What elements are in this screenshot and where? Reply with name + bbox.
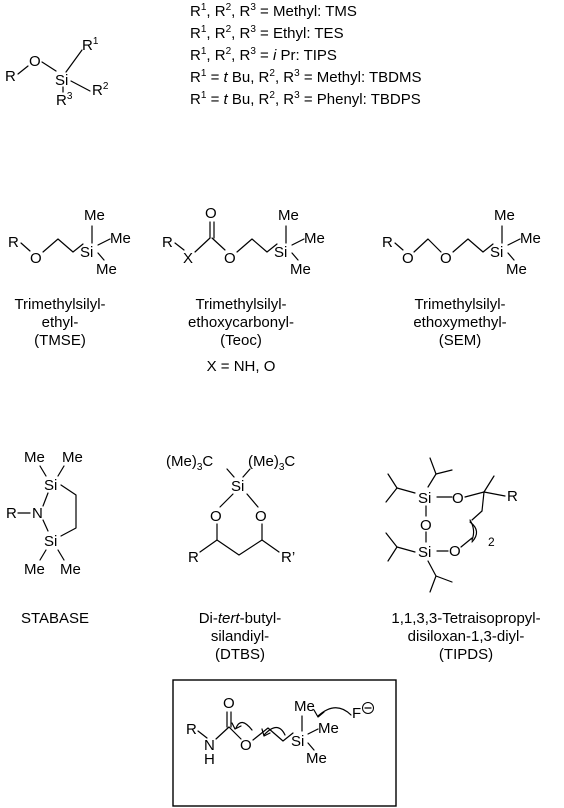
atom-me: Me — [110, 230, 131, 247]
atom-o: O — [224, 250, 236, 267]
caption-tmse: Trimethylsilyl- ethyl- (TMSE) — [14, 296, 106, 349]
atom-rprime: R’ — [281, 549, 295, 566]
atom-me: Me — [24, 449, 45, 466]
atom-si: Si — [80, 244, 93, 261]
atom-n: N — [204, 737, 215, 754]
silyl-ether-general-structure: R O Si R1 R2 R3 — [5, 36, 109, 109]
caption-teoc-x: X = NH, O — [206, 358, 276, 375]
atom-r: R — [8, 234, 19, 251]
atom-r1: R1 — [82, 36, 99, 54]
caption-teoc: Trimethylsilyl- ethoxycarbonyl- (Teoc) X… — [166, 296, 316, 376]
atom-f: F — [352, 705, 361, 722]
atom-r: R — [162, 234, 173, 251]
teoc-structure: R X O O Si Me Me Me — [162, 205, 325, 278]
legend-tbdms: R1 = t Bu, R2, R3 = Methyl: TBDMS — [190, 68, 422, 87]
atom-me: Me — [60, 561, 81, 578]
atom-me: Me — [304, 230, 325, 247]
atom-cme3: (Me)3C — [166, 453, 213, 473]
curved-arrow-icon — [263, 726, 286, 736]
stabase-structure: Me Me Si R N Si Me Me — [6, 449, 83, 578]
atom-si: Si — [490, 244, 503, 261]
atom-si: Si — [55, 72, 68, 89]
curved-arrow-icon — [235, 721, 253, 731]
atom-o: O — [30, 250, 42, 267]
atom-o: O — [223, 695, 235, 712]
atom-si: Si — [291, 733, 304, 750]
atom-o: O — [449, 543, 461, 560]
tipds-structure: Si O R O Si O 2 — [385, 457, 518, 593]
atom-o: O — [29, 53, 41, 70]
atom-si: Si — [274, 244, 287, 261]
legend-tips: R1, R2, R3 = i Pr: TIPS — [190, 46, 337, 65]
atom-me: Me — [96, 261, 117, 278]
negative-charge-icon — [362, 702, 374, 714]
legend-tbdps: R1 = t Bu, R2, R3 = Phenyl: TBDPS — [190, 90, 421, 109]
atom-o: O — [240, 737, 252, 754]
mechanism-box: R N H O O Si Me Me Me F — [172, 679, 397, 807]
atom-me: Me — [494, 207, 515, 224]
sem-structure: R O O Si Me Me Me — [382, 207, 541, 278]
atom-r: R — [5, 68, 16, 85]
atom-r3: R3 — [56, 91, 73, 109]
atom-r: R — [186, 721, 197, 738]
atom-r: R — [382, 234, 393, 251]
caption-dtbs: Di-tert-butyl- silandiyl- (DTBS) — [198, 610, 282, 663]
arrowhead-icon — [261, 728, 271, 737]
atom-o: O — [210, 508, 222, 525]
atom-r: R — [188, 549, 199, 566]
atom-si: Si — [44, 477, 57, 494]
caption-tipds: 1,1,3,3-Tetraisopropyl- disiloxan-1,3-di… — [391, 610, 541, 663]
curved-arrow-icon — [317, 707, 352, 717]
atom-me: Me — [62, 449, 83, 466]
atom-si: Si — [44, 533, 57, 550]
atom-me: Me — [278, 207, 299, 224]
atom-me: Me — [306, 750, 327, 767]
atom-me: Me — [506, 261, 527, 278]
arrowhead-icon — [231, 722, 242, 730]
atom-si: Si — [418, 490, 431, 507]
atom-r2: R2 — [92, 81, 109, 99]
atom-si: Si — [418, 544, 431, 561]
arrowhead-icon — [313, 709, 325, 718]
atom-me: Me — [84, 207, 105, 224]
atom-me: Me — [24, 561, 45, 578]
atom-o: O — [402, 250, 414, 267]
tmse-structure: R O Si Me Me Me — [8, 207, 131, 278]
atom-r: R — [507, 488, 518, 505]
atom-subscript-2: 2 — [488, 535, 495, 549]
legend-tes: R1, R2, R3 = Ethyl: TES — [190, 24, 344, 43]
atom-o: O — [255, 508, 267, 525]
atom-cme3: (Me)3C — [248, 453, 295, 473]
atom-me: Me — [520, 230, 541, 247]
atom-me: Me — [294, 698, 315, 715]
atom-o: O — [452, 490, 464, 507]
atom-o: O — [440, 250, 452, 267]
mechanism-frame — [172, 679, 397, 807]
atom-h: H — [204, 751, 215, 768]
atom-si: Si — [231, 478, 244, 495]
dtbs-structure: (Me)3C (Me)3C Si O O R R’ — [166, 453, 295, 566]
atom-me: Me — [290, 261, 311, 278]
caption-sem: Trimethylsilyl- ethoxymethyl- (SEM) — [413, 296, 507, 349]
atom-o: O — [205, 205, 217, 222]
atom-r: R — [6, 505, 17, 522]
caption-stabase: STABASE — [20, 610, 90, 627]
legend-tms: R1, R2, R3 = Methyl: TMS — [190, 2, 357, 21]
atom-n: N — [32, 505, 43, 522]
atom-x: X — [183, 250, 193, 267]
atom-o: O — [420, 517, 432, 534]
atom-me: Me — [318, 720, 339, 737]
